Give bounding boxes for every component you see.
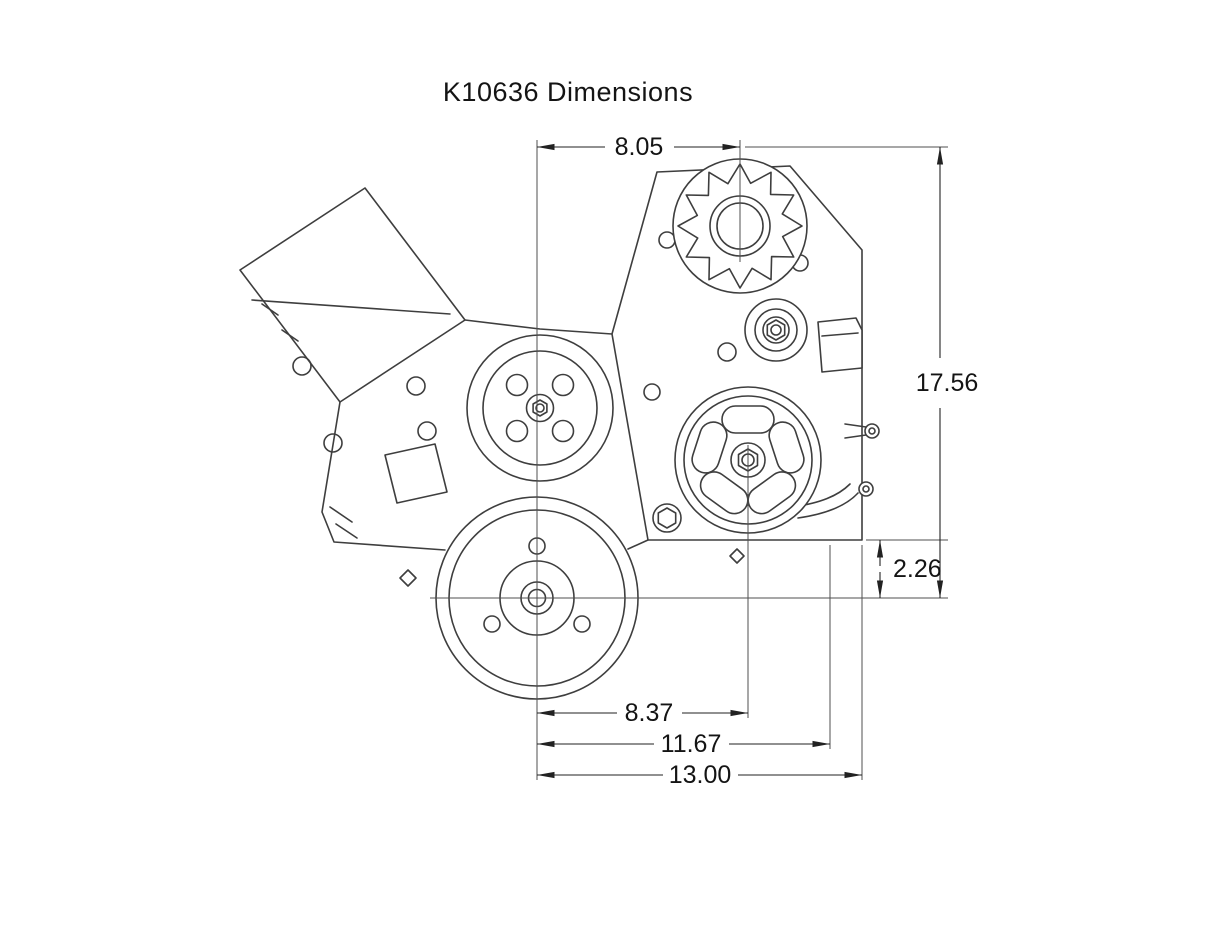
water-pump-pulley [466,334,614,482]
dim-overall-width-label: 13.00 [669,761,732,789]
dim-crank-offset: 2.26 [876,540,942,598]
dim-top-width: 8.05 [537,133,740,161]
bolt-diamond [399,569,417,587]
dimension-annotations: 8.05 17.56 2.26 8.37 11.67 13.00 [537,133,978,789]
dim-pump-center-width-label: 8.37 [625,699,674,727]
motor-mount [384,443,448,504]
engine-assembly-drawing [239,158,880,700]
centerlines [430,140,948,780]
hex-bolt [657,507,677,529]
drawing-title: K10636 Dimensions [443,77,693,107]
dim-overall-width: 13.00 [537,761,862,789]
dim-mid-width-label: 11.67 [661,730,722,758]
dim-overall-height-label: 17.56 [916,369,979,397]
dim-overall-height: 17.56 [916,147,979,598]
hose-fittings [792,423,880,519]
reservoir-cap [817,317,863,373]
valve-cover [239,187,466,403]
belt-tensioner [744,298,808,362]
dim-top-width-label: 8.05 [615,133,664,161]
hex-nut [766,319,786,341]
dim-mid-width: 11.67 [537,730,830,758]
engine-block [292,315,649,587]
dim-pump-center-width: 8.37 [537,699,748,727]
dim-crank-offset-label: 2.26 [893,555,942,583]
bolt-diamond [729,548,745,564]
hex-nut [532,399,548,417]
